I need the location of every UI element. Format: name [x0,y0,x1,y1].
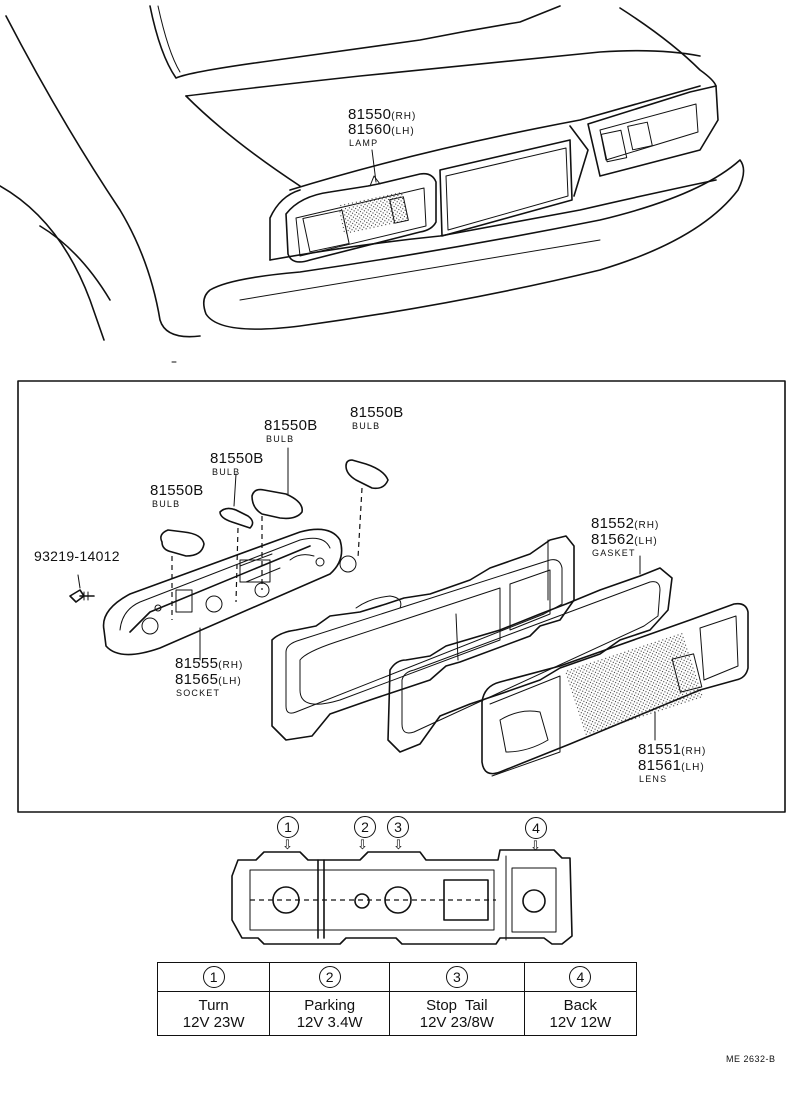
drawing-code: ME 2632-B [726,1054,776,1064]
position-marker-1: 1 [277,816,299,838]
bulb-part-number-3: 81550B [264,417,318,434]
gasket-part-number-rh: 81552(RH) [591,515,660,532]
screw-part-number: 93219-14012 [34,548,120,564]
bulb-part-number-1: 81550B [150,482,204,499]
lens-part [481,602,749,777]
table-header-cell: 4 [523,962,638,992]
arrow-down-icon: ⇩ [357,837,368,852]
bulb-label-2: BULB [212,467,241,477]
table-header-row: 1 2 3 4 [156,962,638,992]
bulb-part-number-2: 81550B [210,450,264,467]
gasket-label: GASKET [592,548,636,558]
car-rear-illustration [0,5,745,363]
gasket-part-number-lh: 81562(LH) [591,531,658,548]
arrow-down-icon: ⇩ [393,837,404,852]
bulb-label-3: BULB [266,434,295,444]
bulb-label-1: BULB [152,499,181,509]
arrow-down-icon: ⇩ [282,837,293,852]
lens-part-number-rh: 81551(RH) [638,741,707,758]
bulb-part-number-4: 81550B [350,404,404,421]
lens-part-number-lh: 81561(LH) [638,757,705,774]
arrow-down-icon: ⇩ [530,838,541,853]
socket-part [102,528,357,661]
table-header-cell: 1 [156,962,271,992]
socket-part-number-rh: 81555(RH) [175,655,244,672]
table-header-cell: 3 [389,962,525,992]
socket-label: SOCKET [176,688,221,698]
exploded-view-frame [17,380,786,813]
bulb-position-diagram [231,849,573,945]
gasket-part [271,535,575,741]
socket-part-number-lh: 81565(LH) [175,671,242,688]
table-header-cell: 2 [269,962,391,992]
lamp-part-number-lh: 81560(LH) [348,121,415,138]
lamp-part-number-rh: 81550(RH) [348,106,417,123]
lamp-label: LAMP [349,138,379,148]
position-marker-3: 3 [387,816,409,838]
screw-part [69,574,95,603]
exploded-lamp-assembly [69,447,749,777]
lens-label: LENS [639,774,668,784]
bulb-label-4: BULB [352,421,381,431]
position-marker-2: 2 [354,816,376,838]
position-marker-4: 4 [525,817,547,839]
gasket-ring [387,555,673,753]
bulb-part [160,447,389,620]
